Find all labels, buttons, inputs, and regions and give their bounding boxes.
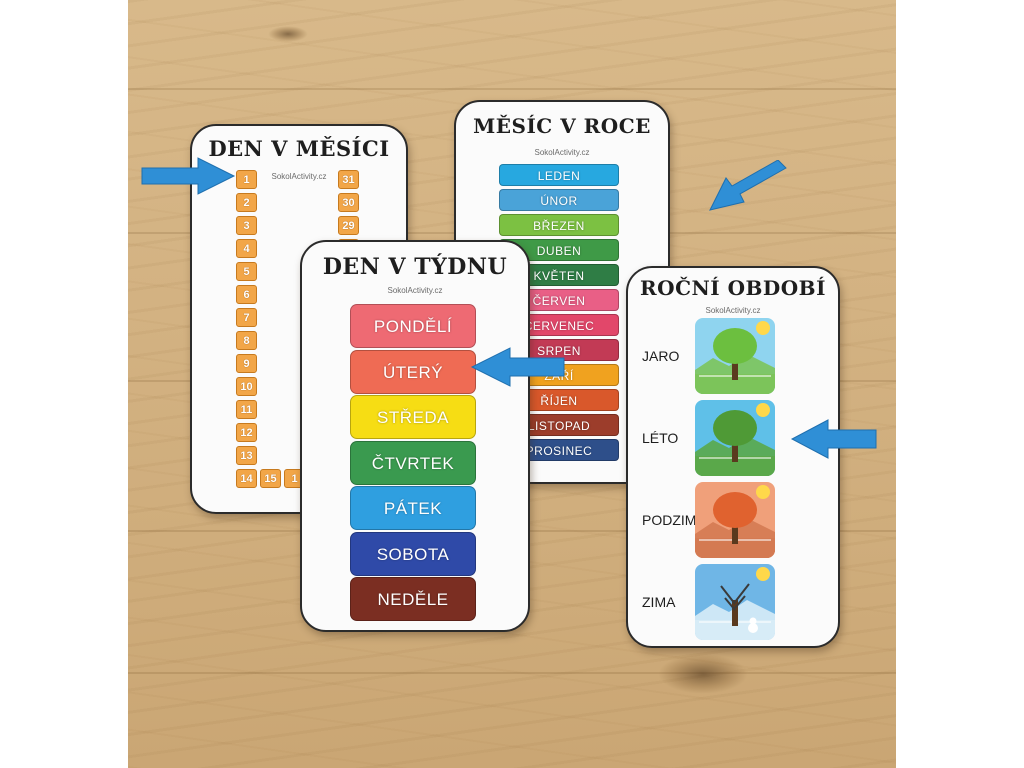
brand-logo-text: SokolActivity.cz <box>534 148 590 157</box>
weekday-bar: STŘEDA <box>350 395 476 439</box>
day-cell: 2 <box>236 193 257 212</box>
month-bar: DUBEN <box>499 239 619 261</box>
season-tree-illustration <box>695 564 775 640</box>
season-label: PODZIM <box>642 512 697 528</box>
plank-seam <box>128 672 896 674</box>
day-cell: 5 <box>236 262 257 281</box>
day-cell: 7 <box>236 308 257 327</box>
day-cell: 29 <box>338 216 359 235</box>
weekday-bar: SOBOTA <box>350 531 476 576</box>
brand-logo-text: SokolActivity.cz <box>705 306 761 315</box>
arrow-icon[interactable] <box>790 418 878 460</box>
day-cell: 12 <box>236 423 257 442</box>
day-cell: 1 <box>236 170 257 189</box>
arrow-icon[interactable] <box>140 156 236 196</box>
season-tree-illustration <box>695 318 775 394</box>
weekday-bar: ČTVRTEK <box>350 440 476 485</box>
day-cell: 11 <box>236 400 257 419</box>
brand-logo-text: SokolActivity.cz <box>271 172 327 181</box>
month-bar: BŘEZEN <box>499 214 619 236</box>
weekday-bar: PONDĚLÍ <box>350 304 476 348</box>
day-cell: 3 <box>236 216 257 235</box>
wood-knot <box>658 654 748 694</box>
day-cell: 31 <box>338 170 359 189</box>
season-label: JARO <box>642 348 680 364</box>
day-cell: 4 <box>236 239 257 258</box>
weekday-bar: PÁTEK <box>350 486 476 530</box>
day-cell: 15 <box>260 469 281 488</box>
month-bar: ÚNOR <box>499 189 619 211</box>
day-cell: 6 <box>236 285 257 304</box>
day-cell: 8 <box>236 331 257 350</box>
day-cell: 10 <box>236 377 257 396</box>
card-title: MĚSÍC V ROCE <box>473 114 651 138</box>
day-cell: 13 <box>236 446 257 465</box>
weekday-bar: NEDĚLE <box>350 577 476 621</box>
arrow-icon[interactable] <box>470 346 566 388</box>
month-bar: LEDEN <box>499 164 619 186</box>
brand-logo-text: SokolActivity.cz <box>387 286 443 295</box>
card-title: DEN V TÝDNU <box>322 254 508 280</box>
day-cell: 30 <box>338 193 359 212</box>
season-label: LÉTO <box>642 430 679 446</box>
day-cell: 9 <box>236 354 257 373</box>
arrow-icon[interactable] <box>706 160 790 220</box>
seasons-card: ROČNÍ OBDOBÍ SokolActivity.cz JARO LÉTO PO… <box>626 266 840 648</box>
day-cell: 1 <box>284 469 305 488</box>
plank-seam <box>128 88 896 90</box>
season-tree-illustration <box>695 400 775 476</box>
wood-knot <box>268 26 308 42</box>
card-title: ROČNÍ OBDOBÍ <box>640 276 826 300</box>
card-title: DEN V MĚSÍCI <box>208 136 390 161</box>
season-label: ZIMA <box>642 594 676 610</box>
day-cell: 14 <box>236 469 257 488</box>
season-tree-illustration <box>695 482 775 558</box>
weekday-bar: ÚTERÝ <box>350 349 476 394</box>
